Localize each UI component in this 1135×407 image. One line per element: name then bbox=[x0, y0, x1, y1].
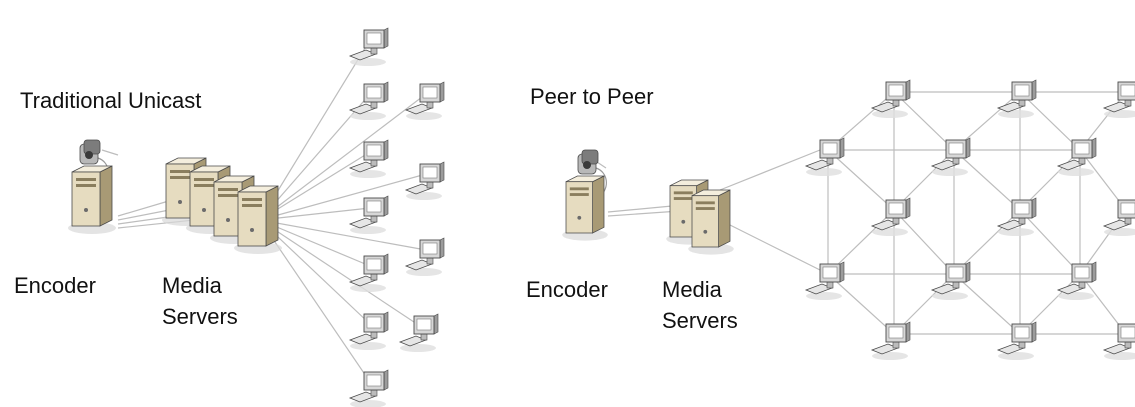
peer-pc-i-icon bbox=[1102, 199, 1135, 236]
right-title: Peer to Peer bbox=[530, 84, 654, 109]
left-pc-8-icon bbox=[348, 253, 389, 292]
peer-pc-o-icon bbox=[1102, 323, 1135, 360]
peer-link bbox=[827, 209, 895, 275]
connection-line bbox=[719, 149, 821, 191]
peer-pc-l-icon bbox=[1056, 261, 1097, 300]
left-pc-11-icon bbox=[348, 369, 389, 407]
peer-pc-k-icon bbox=[930, 261, 971, 300]
connection-line bbox=[719, 219, 821, 271]
peer-pc-f-icon bbox=[1056, 137, 1097, 176]
left-servers-label-line1: Media bbox=[162, 273, 223, 298]
peer-pc-b-icon bbox=[996, 79, 1037, 118]
right-encoder-label: Encoder bbox=[526, 277, 608, 302]
connection-line bbox=[607, 205, 673, 213]
peer-link bbox=[893, 91, 955, 151]
connection-line bbox=[101, 149, 119, 156]
peer-link bbox=[893, 209, 955, 275]
peer-pc-m-icon bbox=[870, 321, 911, 360]
peer-link bbox=[1019, 91, 1081, 151]
left-servers-label-line2: Servers bbox=[162, 304, 238, 329]
left-encoder-server-icon bbox=[68, 165, 116, 234]
network-nodes bbox=[68, 27, 1135, 407]
right-encoder-server-icon bbox=[562, 175, 608, 241]
unicast-line bbox=[259, 173, 427, 221]
peer-pc-a-icon bbox=[870, 79, 911, 118]
left-media-server-4-icon bbox=[234, 185, 282, 254]
peer-pc-c-icon bbox=[1102, 81, 1135, 118]
right-servers-label-line1: Media bbox=[662, 277, 723, 302]
right-media-server-2-icon bbox=[688, 189, 734, 255]
peer-link bbox=[1019, 209, 1081, 275]
right-servers-label-line2: Servers bbox=[662, 308, 738, 333]
unicast-line bbox=[259, 219, 421, 327]
peer-pc-j-icon bbox=[804, 261, 845, 300]
peer-pc-d-icon bbox=[804, 137, 845, 176]
peer-link bbox=[953, 209, 1021, 275]
peer-pc-g-icon bbox=[870, 197, 911, 236]
left-pc-7-icon bbox=[404, 237, 445, 276]
unicast-line bbox=[259, 93, 427, 221]
connection-line bbox=[117, 199, 173, 217]
left-pc-6-icon bbox=[348, 195, 389, 234]
left-pc-10-icon bbox=[348, 311, 389, 350]
left-pc-2-icon bbox=[348, 81, 389, 120]
peer-link bbox=[827, 149, 895, 211]
right-camera-icon bbox=[577, 149, 607, 197]
left-camera-icon bbox=[79, 139, 109, 187]
left-pc-1-icon bbox=[348, 27, 389, 66]
left-pc-4-icon bbox=[348, 139, 389, 178]
peer-link bbox=[827, 273, 895, 335]
left-encoder-label: Encoder bbox=[14, 273, 96, 298]
unicast-line bbox=[259, 219, 427, 251]
left-pc-3-icon bbox=[404, 81, 445, 120]
left-pc-9-icon bbox=[398, 313, 439, 352]
peer-link bbox=[953, 273, 1021, 335]
peer-link bbox=[953, 149, 1021, 211]
peer-pc-n-icon bbox=[996, 321, 1037, 360]
peer-pc-h-icon bbox=[996, 197, 1037, 236]
left-pc-5-icon bbox=[404, 161, 445, 200]
peer-pc-e-icon bbox=[930, 137, 971, 176]
left-title: Traditional Unicast bbox=[20, 88, 201, 113]
